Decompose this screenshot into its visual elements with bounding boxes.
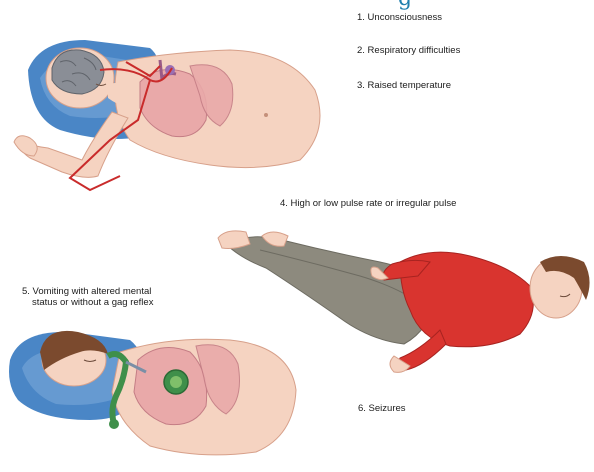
label-vomiting-line2: status or without a gag reflex — [32, 297, 153, 309]
label-pulse-rate: 4. High or low pulse rate or irregular p… — [280, 198, 456, 210]
title-fragment: g — [398, 0, 413, 11]
label-raised-temperature: 3. Raised temperature — [357, 80, 451, 92]
label-unconsciousness: 1. Unconsciousness — [357, 12, 442, 24]
label-seizures: 6. Seizures — [358, 403, 406, 415]
figure-recovery-position — [218, 231, 590, 373]
figure-vomiting-patient — [9, 331, 296, 455]
label-respiratory-difficulties: 2. Respiratory difficulties — [357, 45, 460, 57]
figure-unconscious-patient — [14, 40, 320, 190]
brain — [52, 50, 104, 94]
